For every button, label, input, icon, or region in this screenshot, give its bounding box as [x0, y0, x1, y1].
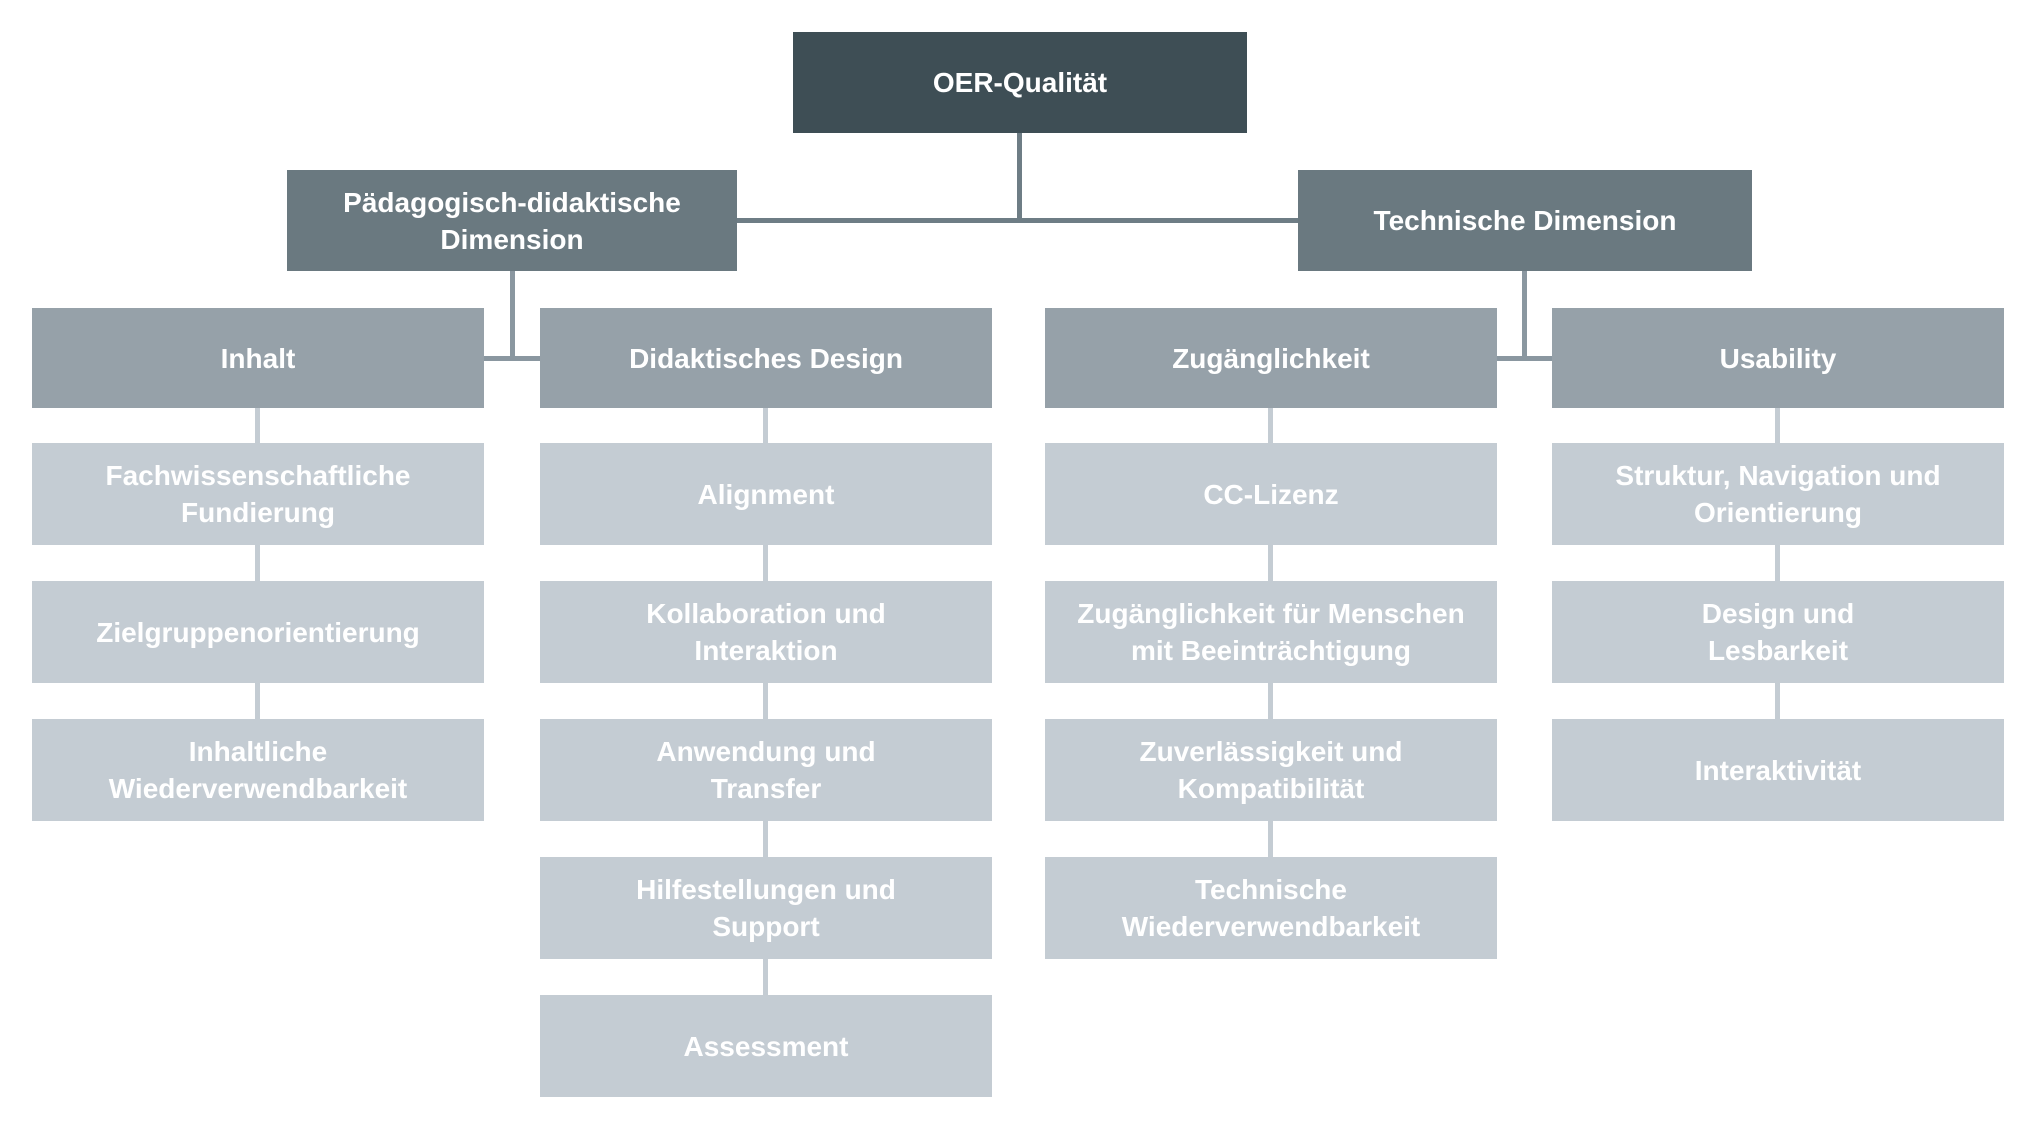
dimension-node-paedagogisch-didaktisch: Pädagogisch-didaktische Dimension: [287, 170, 737, 271]
category-header: Zugänglichkeit: [1045, 308, 1497, 408]
connector-technisch-vertical: [1522, 270, 1527, 360]
category-header: Usability: [1552, 308, 2004, 408]
leaf-node: Zugänglichkeit für Menschen mit Beeinträ…: [1045, 581, 1497, 683]
leaf-node: Kollaboration und Interaktion: [540, 581, 992, 683]
connector-paedagogisch-vertical: [510, 270, 515, 360]
leaf-node: Struktur, Navigation und Orientierung: [1552, 443, 2004, 545]
leaf-node: Hilfestellungen und Support: [540, 857, 992, 959]
category-header: Inhalt: [32, 308, 484, 408]
connector-column-vertical: [1775, 408, 1780, 739]
leaf-node: Interaktivität: [1552, 719, 2004, 821]
connector-root-vertical: [1017, 133, 1022, 223]
dimension-node-technisch: Technische Dimension: [1298, 170, 1752, 271]
root-node: OER-Qualität: [793, 32, 1247, 133]
connector-column-vertical: [763, 408, 768, 1015]
leaf-node: Technische Wiederverwendbarkeit: [1045, 857, 1497, 959]
connector-dimensions-horizontal: [735, 218, 1300, 223]
leaf-node: Assessment: [540, 995, 992, 1097]
leaf-node: Zielgruppenorientierung: [32, 581, 484, 683]
leaf-node: CC-Lizenz: [1045, 443, 1497, 545]
category-header: Didaktisches Design: [540, 308, 992, 408]
leaf-node: Zuverlässigkeit und Kompatibilität: [1045, 719, 1497, 821]
connector-technisch-stub: [1493, 356, 1553, 361]
leaf-node: Alignment: [540, 443, 992, 545]
leaf-node: Fachwissenschaftliche Fundierung: [32, 443, 484, 545]
leaf-node: Anwendung und Transfer: [540, 719, 992, 821]
leaf-node: Design und Lesbarkeit: [1552, 581, 2004, 683]
connector-column-vertical: [255, 408, 260, 739]
connector-paedagogisch-stub: [484, 356, 541, 361]
leaf-node: Inhaltliche Wiederverwendbarkeit: [32, 719, 484, 821]
